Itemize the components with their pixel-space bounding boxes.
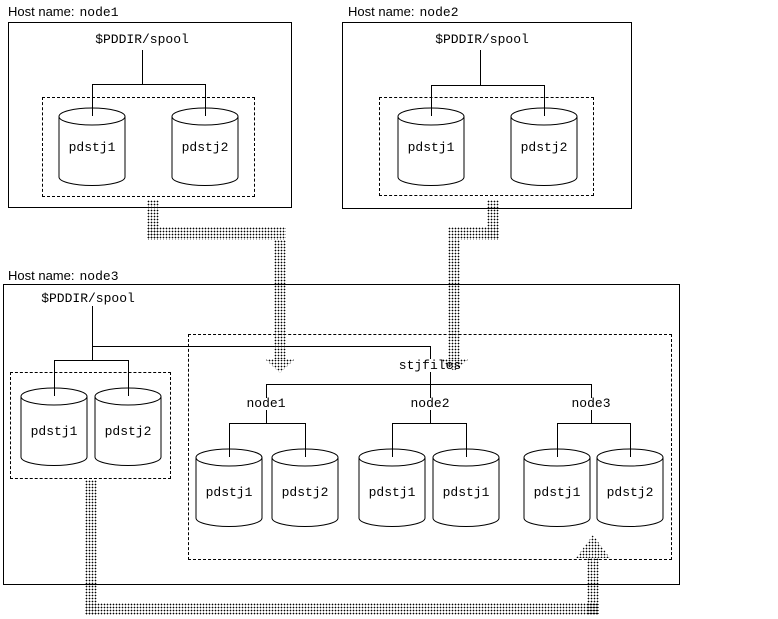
host1-disk-pdstj2: pdstj2 — [171, 107, 239, 187]
connector-line — [92, 84, 206, 85]
cylinder-shape — [58, 107, 126, 186]
host1-disk-pdstj1: pdstj1 — [58, 107, 126, 187]
host1-spool-label: $PDDIR/spool — [95, 32, 189, 47]
connector-line — [431, 85, 545, 86]
cylinder-shape — [195, 448, 263, 527]
cylinder-shape — [510, 107, 578, 186]
connector-line — [266, 384, 591, 385]
host1-disk-group — [42, 97, 255, 197]
connector-line — [392, 423, 467, 424]
connector-line — [205, 84, 206, 116]
cylinder-shape — [271, 448, 339, 527]
connector-line — [266, 384, 267, 398]
stjfiles-box — [188, 334, 672, 560]
cylinder-shape — [171, 107, 239, 186]
connector-line — [431, 85, 432, 116]
connector-line — [142, 50, 143, 84]
host1-title-prefix: Host name: — [8, 4, 75, 19]
host3-local-disk-pdstj2: pdstj2 — [94, 387, 162, 467]
connector-line — [229, 423, 306, 424]
connector-line — [630, 423, 631, 457]
stjfiles-node2-disk-b: pdstj1 — [432, 448, 500, 528]
cylinder-shape — [94, 387, 162, 466]
connector-line — [305, 423, 306, 457]
cylinder-shape — [432, 448, 500, 527]
host1-title: Host name: node1 — [8, 5, 119, 19]
host3-spool-label: $PDDIR/spool — [41, 291, 135, 306]
cylinder-shape — [20, 387, 88, 466]
host2-disk-pdstj2: pdstj2 — [510, 107, 578, 187]
stjfiles-node3-disk-pdstj2: pdstj2 — [596, 448, 664, 528]
disk-label: pdstj2 — [104, 424, 152, 439]
disk-label: pdstj1 — [68, 140, 116, 155]
cylinder-shape — [523, 448, 591, 527]
pipe-node3-to-stjfiles — [85, 480, 97, 615]
connector-line — [266, 410, 267, 423]
connector-line — [430, 346, 431, 359]
connector-line — [229, 423, 230, 457]
host3-local-disk-group — [10, 372, 171, 479]
connector-line — [54, 360, 129, 361]
cylinder-shape — [397, 107, 465, 186]
disk-label: pdstj1 — [368, 485, 416, 500]
pipe-node1-to-stjfiles — [274, 240, 286, 359]
host2-title-prefix: Host name: — [348, 4, 415, 19]
host3-box — [3, 284, 680, 585]
stjfiles-node3-disk-pdstj1: pdstj1 — [523, 448, 591, 528]
disk-label: pdstj2 — [181, 140, 229, 155]
stjfiles-node1-label: node1 — [246, 396, 286, 411]
connector-line — [430, 384, 431, 398]
disk-label: pdstj1 — [30, 424, 78, 439]
connector-line — [54, 360, 55, 396]
connector-line — [92, 346, 430, 347]
connector-line — [430, 410, 431, 423]
pipe-node2-to-stjfiles — [448, 240, 460, 359]
connector-line — [557, 423, 631, 424]
stjfiles-node1-disk-pdstj2: pdstj2 — [271, 448, 339, 528]
connector-line — [480, 50, 481, 85]
disk-label: pdstj2 — [281, 485, 329, 500]
connector-line — [591, 410, 592, 423]
host3-local-disk-pdstj1: pdstj1 — [20, 387, 88, 467]
host2-spool-label: $PDDIR/spool — [435, 32, 529, 47]
disk-label: pdstj2 — [606, 485, 654, 500]
disk-label: pdstj2 — [520, 140, 568, 155]
stjfiles-node2-label: node2 — [410, 396, 450, 411]
pipe-node3-to-stjfiles — [85, 603, 599, 615]
pipe-node2-to-stjfiles — [448, 227, 499, 240]
host3-name: node3 — [79, 269, 119, 284]
disk-label: pdstj1 — [533, 485, 581, 500]
host1-name: node1 — [79, 5, 119, 20]
connector-line — [92, 306, 93, 360]
connector-line — [591, 384, 592, 398]
cylinder-shape — [596, 448, 664, 527]
host2-name: node2 — [419, 5, 459, 20]
connector-line — [557, 423, 558, 457]
stjfiles-node3-label: node3 — [571, 396, 611, 411]
host3-title-prefix: Host name: — [8, 268, 75, 283]
connector-line — [92, 84, 93, 116]
connector-line — [466, 423, 467, 457]
host2-title: Host name: node2 — [348, 5, 459, 19]
host2-disk-pdstj1: pdstj1 — [397, 107, 465, 187]
stjfiles-node1-disk-pdstj1: pdstj1 — [195, 448, 263, 528]
stjfiles-node2-disk-a: pdstj1 — [358, 448, 426, 528]
disk-label: pdstj1 — [205, 485, 253, 500]
pipe-node3-to-stjfiles — [587, 558, 599, 615]
disk-label: pdstj1 — [442, 485, 490, 500]
disk-label: pdstj1 — [407, 140, 455, 155]
host3-title: Host name: node3 — [8, 269, 119, 283]
cylinder-shape — [358, 448, 426, 527]
connector-line — [544, 85, 545, 116]
connector-line — [430, 372, 431, 384]
connector-line — [128, 360, 129, 396]
pipe-node1-to-stjfiles — [147, 227, 286, 240]
connector-line — [392, 423, 393, 457]
host2-disk-group — [379, 97, 594, 196]
